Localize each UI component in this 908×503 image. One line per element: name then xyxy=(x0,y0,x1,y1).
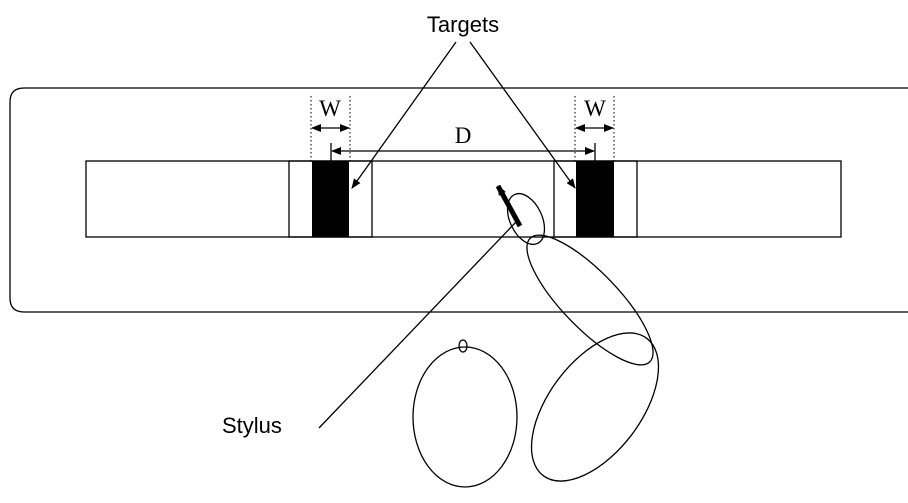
width-label-right: W xyxy=(584,96,606,121)
stylus-pointer xyxy=(318,221,517,429)
stylus-label: Stylus xyxy=(222,413,282,438)
left-target xyxy=(312,161,349,237)
head-nub xyxy=(458,339,468,353)
stylus-tip xyxy=(495,184,523,228)
finger-segment xyxy=(526,234,654,366)
target-strip xyxy=(85,160,842,238)
tablet-outline xyxy=(9,87,908,313)
head-outline xyxy=(412,346,518,488)
right-target xyxy=(576,161,614,237)
targets-pointer-right xyxy=(469,41,576,189)
targets-label: Targets xyxy=(427,12,499,37)
palm xyxy=(530,332,660,482)
thumb-tip xyxy=(506,192,546,246)
width-label-left: W xyxy=(319,96,341,121)
targets-pointer-left xyxy=(351,41,457,189)
distance-label: D xyxy=(455,123,472,148)
